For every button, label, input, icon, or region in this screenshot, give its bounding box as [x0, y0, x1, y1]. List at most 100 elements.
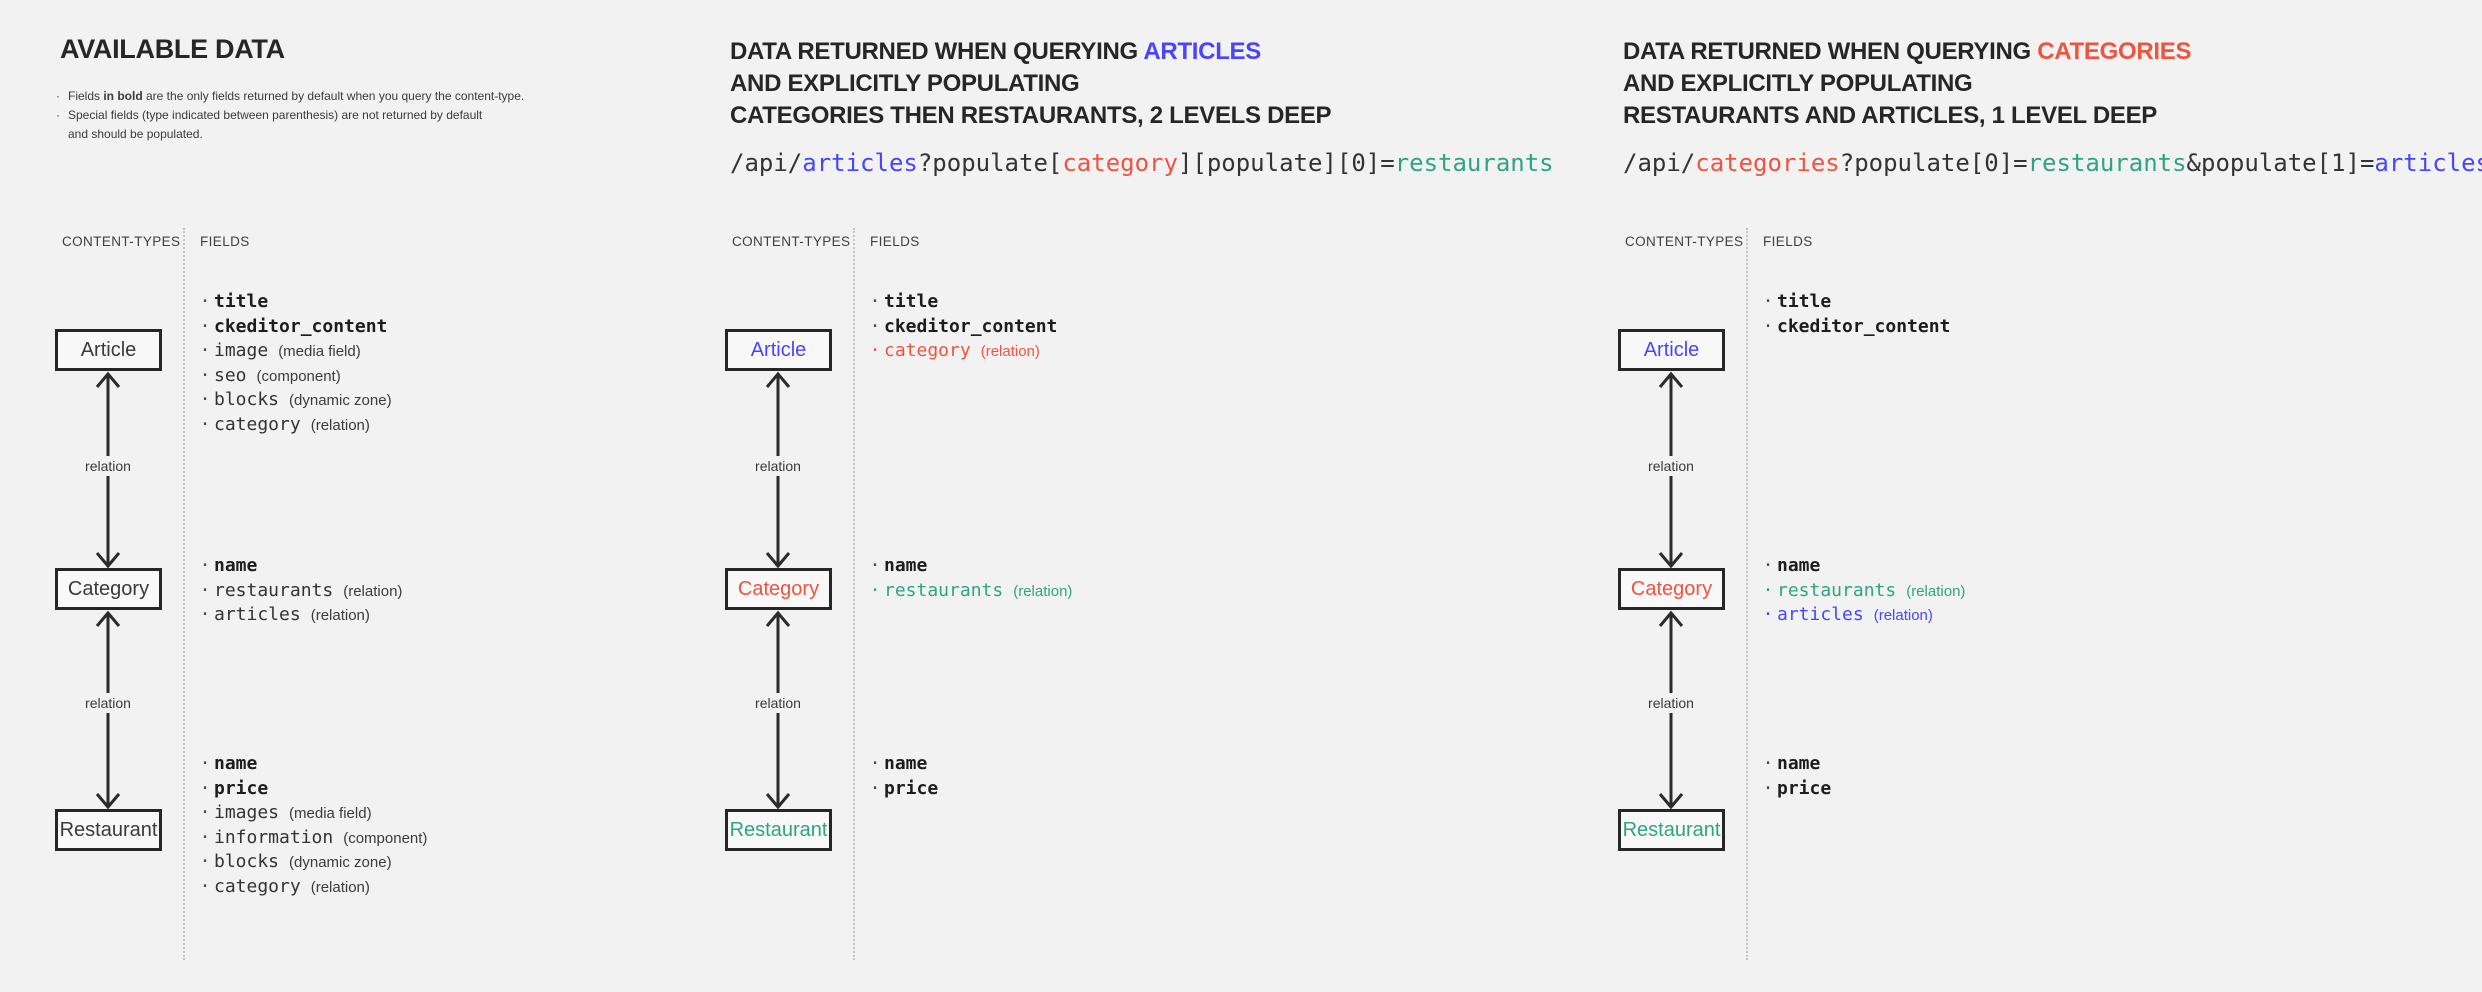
content-type-box-restaurant: Restaurant — [55, 809, 162, 851]
content-type-box-article: Article — [55, 329, 162, 371]
field-item: ·restaurants(relation) — [866, 580, 1073, 605]
bullet-icon: · — [1762, 555, 1774, 576]
column-divider — [853, 228, 855, 960]
field-name: name — [1777, 555, 1821, 576]
field-type: (component) — [343, 829, 428, 847]
field-item: ·restaurants(relation) — [1759, 580, 1966, 605]
bullet-icon: · — [56, 108, 60, 122]
field-item: ·articles (relation) — [1759, 604, 1965, 629]
bullet-icon: · — [56, 89, 60, 103]
field-item: ·title — [1759, 291, 1950, 316]
url-segment: restaurants — [2027, 149, 2187, 177]
bullet-icon: · — [869, 777, 881, 799]
url-segment: ][populate][0]= — [1177, 149, 1395, 177]
field-type: (dynamic zone) — [289, 854, 392, 871]
bullet-icon: · — [199, 413, 211, 435]
url-segment: /api/ — [730, 149, 803, 177]
bullet-icon: · — [199, 777, 211, 799]
fields-list-category: ·name·restaurants(relation) — [866, 555, 1073, 605]
field-name: price — [884, 777, 939, 799]
fields-column-label: FIELDS — [870, 234, 920, 249]
fields-column-label: FIELDS — [200, 234, 250, 249]
bullet-icon: · — [869, 753, 881, 774]
url-segment: articles — [2374, 149, 2482, 177]
bullet-icon: · — [199, 604, 211, 625]
relation-label: relation — [1643, 456, 1699, 476]
field-name: title — [1777, 291, 1832, 312]
field-item: ·ckeditor_content — [1759, 315, 1951, 341]
title-line-3: CATEGORIES THEN RESTAURANTS, 2 LEVELS DE… — [730, 102, 1332, 129]
url-segment: &populate[1]= — [2186, 149, 2375, 177]
content-types-column-label: CONTENT-TYPES — [62, 234, 181, 249]
bullet-icon: · — [1762, 315, 1774, 337]
field-type: (media field) — [289, 805, 372, 822]
bullet-icon: · — [1762, 753, 1774, 774]
field-type: (component) — [256, 367, 341, 385]
fields-list-article: ·title·ckeditor_content·image(media fiel… — [196, 291, 392, 438]
field-name: image — [214, 340, 269, 361]
field-name: price — [214, 777, 269, 799]
bullet-icon: · — [199, 826, 211, 848]
field-type: (relation) — [1873, 607, 1933, 624]
field-name: articles — [1777, 604, 1864, 625]
fields-column-label: FIELDS — [1763, 234, 1813, 249]
url-segment: ?populate[ — [917, 149, 1063, 177]
content-type-box-restaurant: Restaurant — [1618, 809, 1725, 851]
field-item: ·price — [196, 778, 427, 803]
bullet-icon: · — [199, 555, 211, 576]
field-item: ·ckeditor_content — [866, 316, 1058, 341]
field-name: blocks — [214, 851, 280, 872]
field-item: ·articles(relation) — [196, 604, 402, 629]
field-item: ·name — [1759, 555, 1965, 580]
bullet-icon: · — [199, 875, 211, 897]
field-name: seo — [214, 364, 247, 386]
fields-list-restaurant: ·name·price — [1759, 753, 1832, 802]
field-type: (media field) — [278, 343, 361, 360]
bullet-icon: · — [869, 555, 881, 576]
fields-list-category: ·name·restaurants(relation)·articles(rel… — [1759, 555, 1966, 629]
bullet-icon: · — [199, 315, 211, 337]
field-name: information — [214, 826, 334, 848]
fields-list-restaurant: ·name·price — [866, 753, 939, 803]
field-name: title — [884, 291, 939, 312]
bullet-icon: · — [199, 340, 211, 361]
field-name: name — [214, 753, 258, 774]
field-item: ·name — [1759, 753, 1831, 778]
content-type-box-category: Category — [1618, 568, 1725, 610]
note-item: · Fields in bold are the only fields ret… — [56, 87, 524, 106]
bullet-icon: · — [199, 753, 211, 774]
url-segment: articles — [802, 149, 918, 177]
content-type-box-category: Category — [725, 568, 832, 610]
field-type: (relation) — [1906, 582, 1966, 600]
field-name: category — [214, 875, 301, 897]
field-type: (relation) — [980, 343, 1040, 360]
field-name: title — [214, 291, 269, 312]
panel-available-data: AVAILABLE DATA · Fields in bold are the … — [0, 0, 620, 992]
field-name: category — [884, 340, 971, 361]
field-item: ·images(media field) — [196, 802, 427, 827]
note-text: Fields in bold are the only fields retur… — [68, 89, 525, 103]
field-name: price — [1777, 777, 1832, 799]
column-divider — [1746, 228, 1748, 960]
bullet-icon: · — [869, 291, 881, 312]
url-segment: ?populate[0]= — [1839, 149, 2028, 177]
field-item: ·seo (component) — [196, 365, 392, 390]
bullet-icon: · — [199, 364, 211, 386]
field-item: ·blocks(dynamic zone) — [196, 389, 392, 414]
field-name: articles — [214, 604, 301, 625]
bullet-icon: · — [199, 389, 211, 410]
api-query-url: /api/categories?populate[0]=restaurants&… — [1623, 149, 2482, 177]
field-type: (relation) — [1013, 582, 1073, 600]
panel-title: DATA RETURNED WHEN QUERYING ARTICLES AND… — [730, 36, 1332, 132]
fields-list-article: ·title·ckeditor_content·category(relatio… — [866, 291, 1058, 365]
field-name: images — [214, 802, 280, 823]
field-name: ckeditor_content — [214, 315, 388, 337]
field-item: ·name — [196, 753, 427, 778]
field-name: ckeditor_content — [1777, 315, 1951, 337]
notes-list: · Fields in bold are the only fields ret… — [56, 87, 524, 144]
field-type: (relation) — [310, 878, 370, 896]
field-item: ·price — [866, 777, 939, 803]
note-item: · Special fields (type indicated between… — [56, 106, 524, 144]
bullet-icon: · — [199, 851, 211, 872]
bullet-icon: · — [1762, 604, 1774, 625]
